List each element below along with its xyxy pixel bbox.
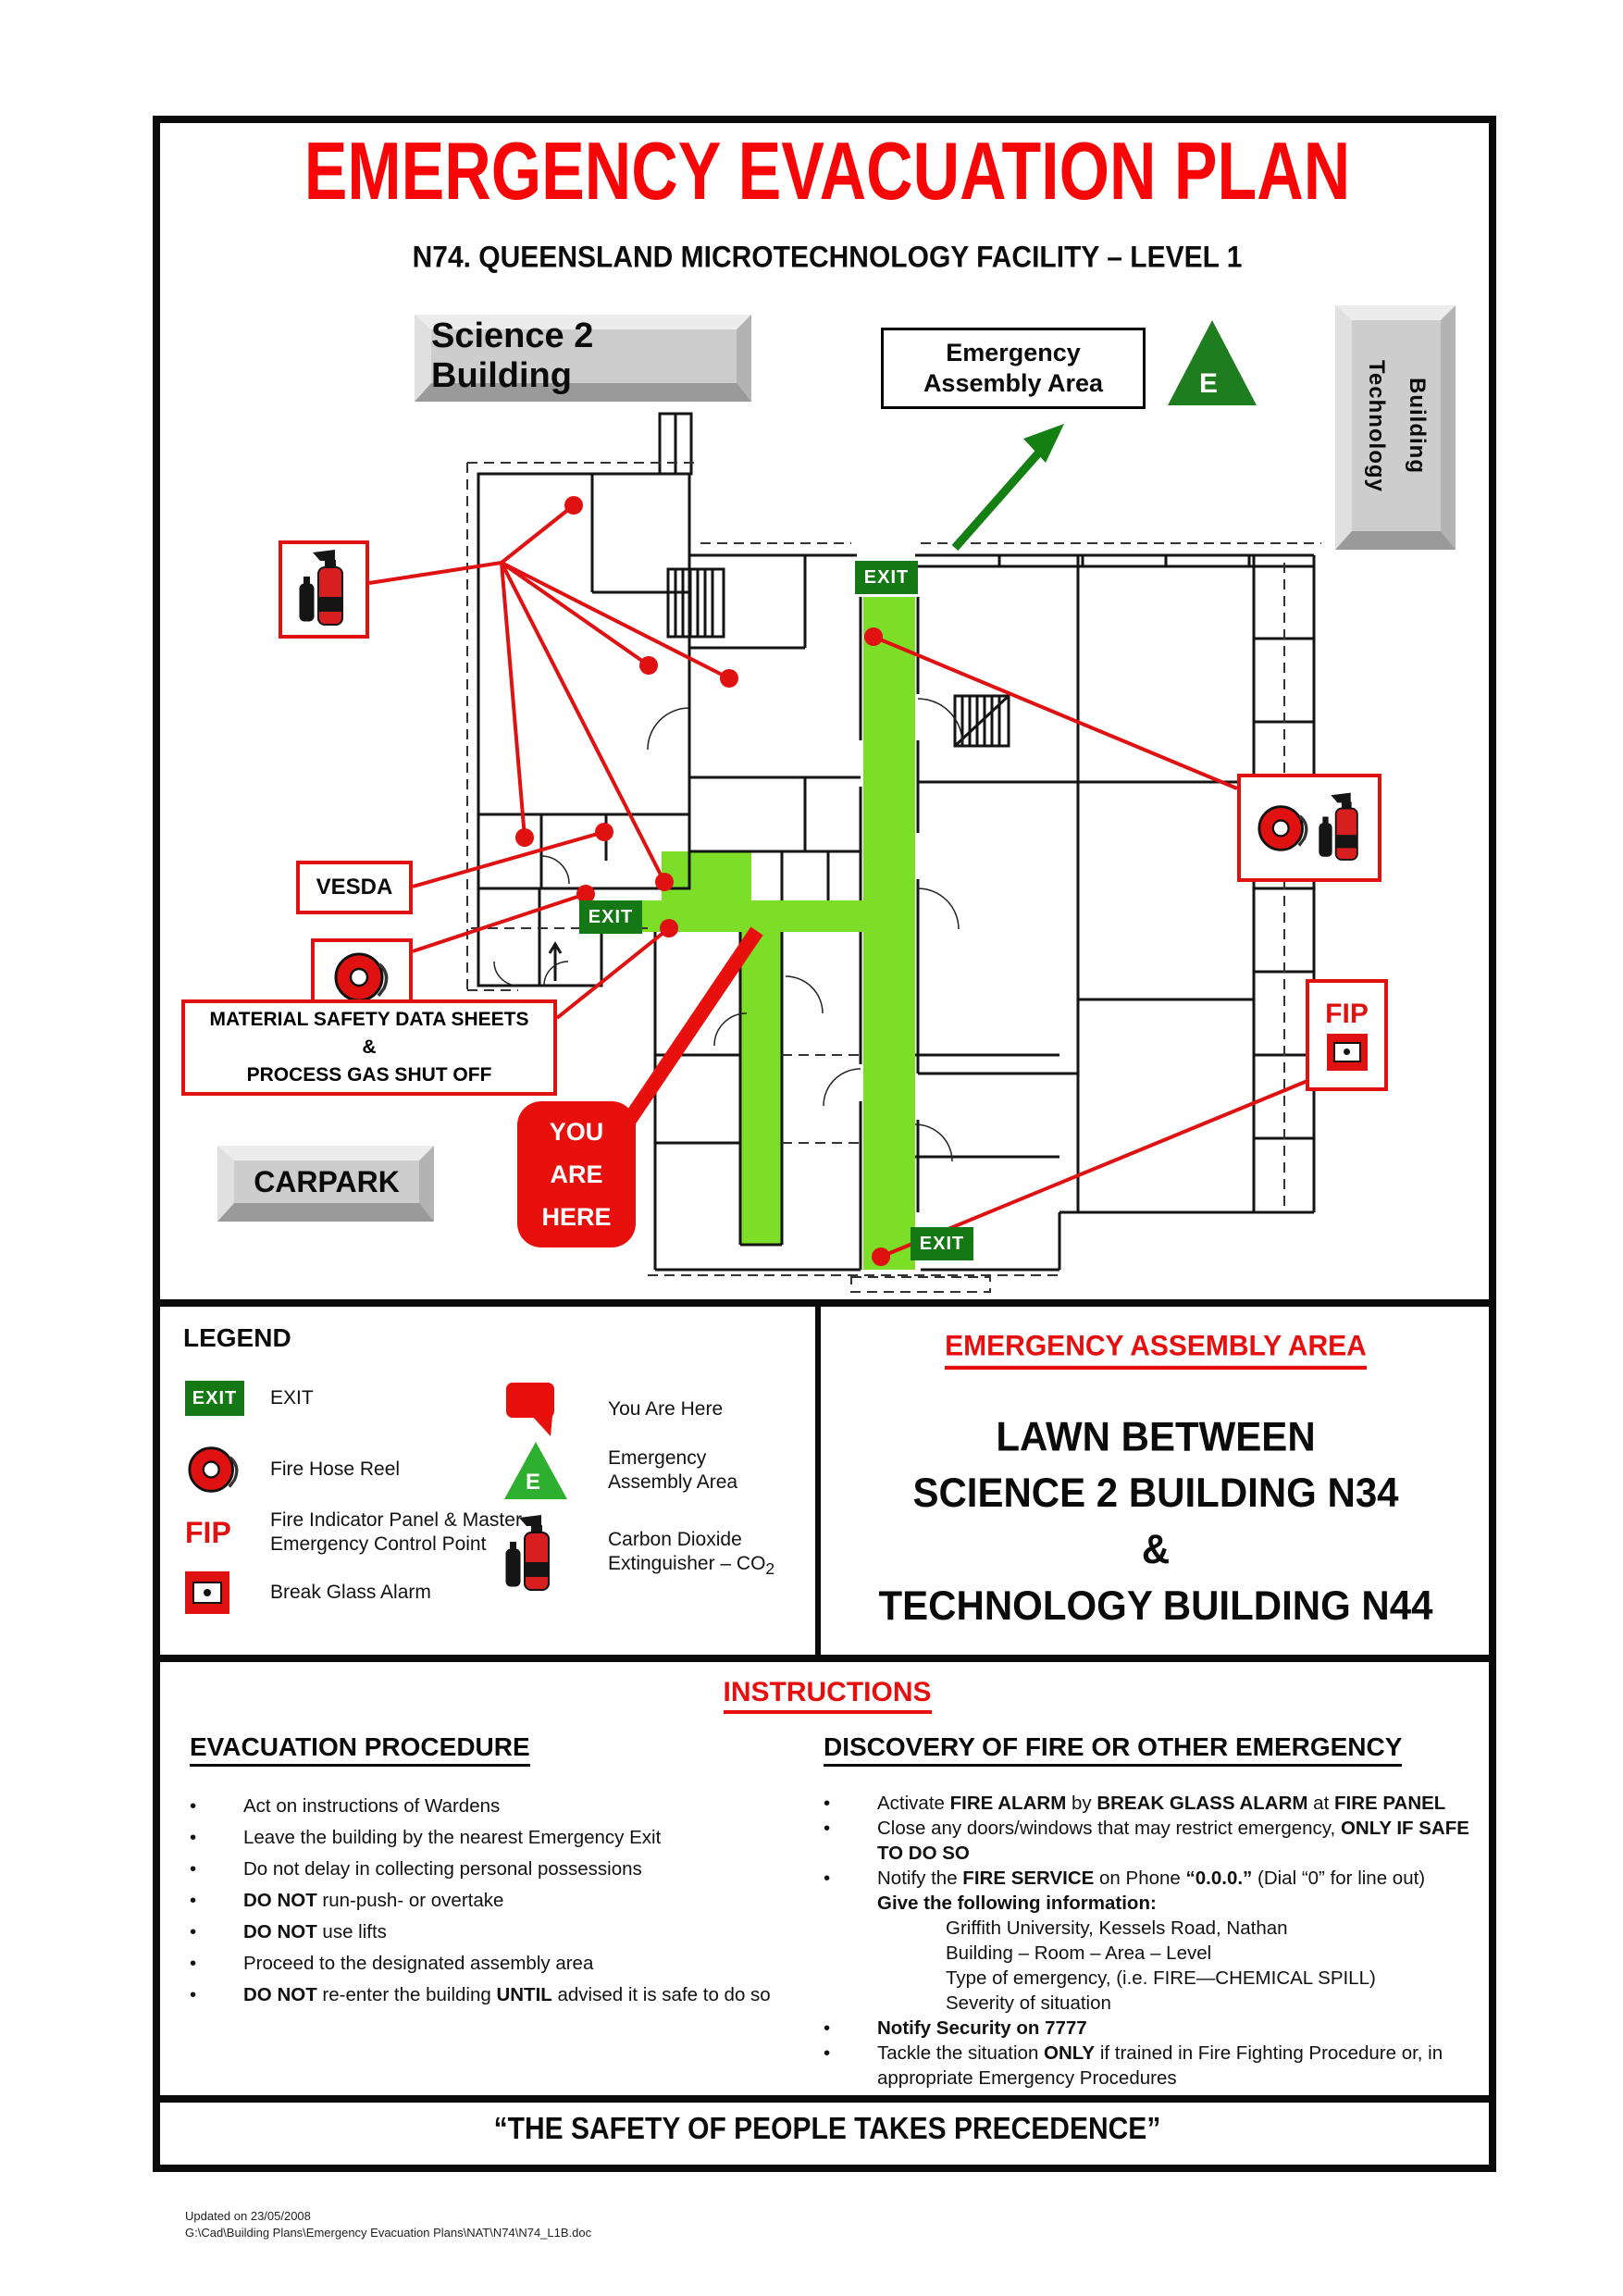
science2-building-tag: Science 2 Building	[415, 315, 751, 402]
evacuation-procedure-list: •Act on instructions of Wardens•Leave th…	[190, 1795, 771, 2005]
discovery-of-fire-column: DISCOVERY OF FIRE OR OTHER EMERGENCY •Ac…	[824, 1732, 1482, 2091]
legend-item-hose-reel: Fire Hose Reel	[185, 1444, 583, 1496]
you-are-here-icon	[506, 1383, 554, 1436]
legend-label: Fire Indicator Panel & Master Emergency …	[270, 1509, 522, 1555]
assembly-triangle-letter: E	[1199, 368, 1219, 399]
safety-slogan: “THE SAFETY OF PEOPLE TAKES PRECEDENCE”	[493, 2112, 1161, 2146]
legend-label: Emergency Assembly Area	[608, 1447, 738, 1493]
page-subtitle: N74. QUEENSLAND MICROTECHNOLOGY FACILITY…	[412, 241, 1243, 275]
footer-file-path: G:\Cad\Building Plans\Emergency Evacuati…	[185, 2226, 592, 2240]
fip-icon: FIP	[185, 1516, 231, 1549]
legend-item-co2-extinguisher: Carbon Dioxide Extinguisher – CO2	[504, 1514, 837, 1595]
assembly-area-heading: EMERGENCY ASSEMBLY AREA	[945, 1330, 1367, 1371]
assembly-direction-arrow	[951, 424, 1064, 551]
discovery-of-fire-heading: DISCOVERY OF FIRE OR OTHER EMERGENCY	[824, 1732, 1403, 1767]
co2-extinguisher-callout	[279, 540, 369, 639]
legend-instructions-divider	[153, 1655, 1496, 1662]
break-glass-alarm-icon	[1326, 1033, 1368, 1071]
fip-label: FIP	[1325, 998, 1369, 1029]
legend-label: Carbon Dioxide Extinguisher – CO2	[608, 1529, 775, 1579]
fire-hose-reel-icon	[334, 952, 389, 1002]
co2-extinguisher-icon	[1319, 792, 1358, 861]
legend-label: Fire Hose Reel	[270, 1458, 401, 1480]
exit-sign-icon: EXIT	[185, 1381, 244, 1416]
fire-hose-reel-icon	[188, 1446, 239, 1493]
vesda-callout: VESDA	[296, 861, 413, 914]
legend-item-you-are-here: You Are Here	[504, 1381, 810, 1438]
assembly-area-section: EMERGENCY ASSEMBLY AREA	[818, 1330, 1493, 1371]
legend-item-fip: FIP Fire Indicator Panel & Master Emerge…	[185, 1508, 620, 1557]
assembly-triangle-icon	[504, 1442, 567, 1499]
technology-building-tag: Technology Building	[1335, 305, 1456, 550]
legend-label: EXIT	[270, 1387, 314, 1409]
equipment-location-dots	[515, 496, 890, 1266]
evacuation-procedure-column: EVACUATION PROCEDURE •Act on instruction…	[190, 1732, 819, 2011]
discovery-of-fire-list: •Activate FIRE ALARM by BREAK GLASS ALAR…	[824, 1793, 1469, 2089]
legend-item-assembly-area: E Emergency Assembly Area	[504, 1442, 810, 1499]
instructions-heading-wrap: INSTRUCTIONS	[158, 1677, 1496, 1714]
outer-border	[153, 116, 1496, 2172]
exit-sign-bottom: EXIT	[911, 1227, 973, 1260]
instructions-slogan-divider	[153, 2095, 1496, 2103]
exit-sign-top: EXIT	[855, 561, 918, 594]
legend-label: Break Glass Alarm	[270, 1582, 431, 1603]
msds-callout: MATERIAL SAFETY DATA SHEETS&PROCESS GAS …	[181, 999, 557, 1096]
evacuation-procedure-heading: EVACUATION PROCEDURE	[190, 1732, 530, 1767]
fire-hose-reel-icon	[1258, 804, 1308, 851]
legend-label: You Are Here	[608, 1398, 724, 1420]
legend-item-exit: EXIT EXIT	[185, 1381, 583, 1416]
page-title: EMERGENCY EVACUATION PLAN	[304, 126, 1351, 217]
co2-extinguisher-icon	[505, 1515, 550, 1591]
escape-route-highlight	[642, 597, 915, 1270]
co2-extinguisher-icon	[299, 550, 343, 626]
dashed-outline	[466, 462, 1321, 1293]
break-glass-alarm-icon	[185, 1571, 229, 1614]
footer-updated-date: Updated on 23/05/2008	[185, 2209, 311, 2223]
exit-sign-left: EXIT	[579, 900, 642, 934]
legend-heading: LEGEND	[183, 1323, 291, 1352]
legend-assembly-divider	[815, 1299, 821, 1662]
document-footer: Updated on 23/05/2008 G:\Cad\Building Pl…	[185, 2208, 591, 2241]
assembly-triangle-icon	[1168, 320, 1257, 405]
hose-and-extinguisher-callout	[1237, 774, 1381, 882]
carpark-tag: CARPARK	[217, 1146, 434, 1222]
plan-legend-divider	[153, 1299, 1496, 1307]
fip-callout: FIP	[1306, 979, 1388, 1091]
door-arcs	[493, 698, 963, 1162]
assembly-triangle-letter: E	[526, 1470, 541, 1495]
instructions-heading: INSTRUCTIONS	[723, 1677, 932, 1714]
legend-item-break-glass: Break Glass Alarm	[185, 1571, 583, 1614]
